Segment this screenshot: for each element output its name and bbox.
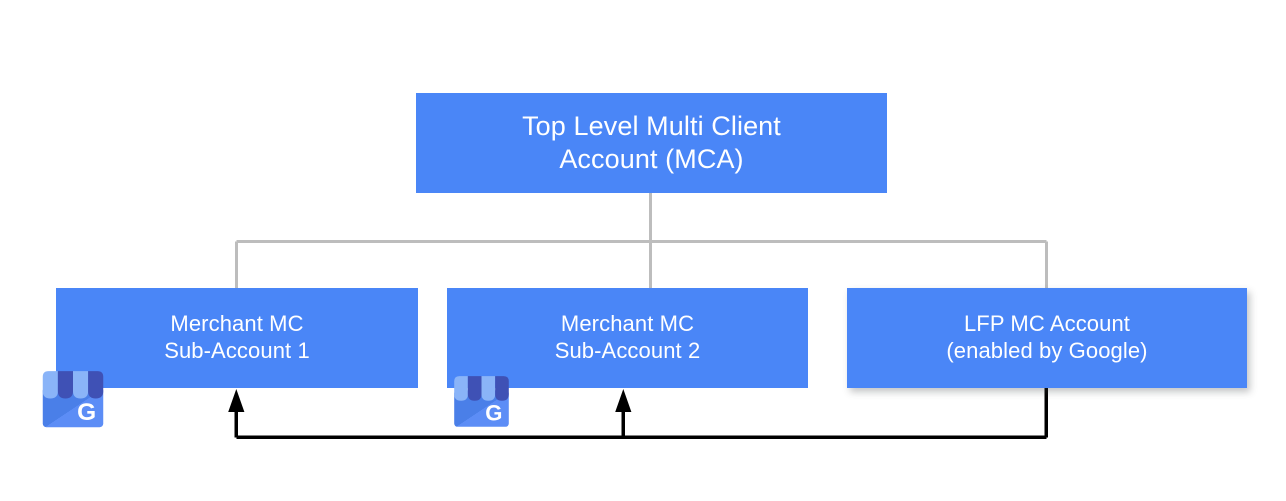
storefront-awning <box>454 376 509 401</box>
google-my-business-store-icon: G <box>42 371 104 428</box>
node-merchant-mc-sub-account-1[interactable]: Merchant MC Sub-Account 1 <box>56 288 418 388</box>
node-top-level-mca-label: Top Level Multi Client Account (MCA) <box>522 111 781 174</box>
arrowheads <box>228 389 632 412</box>
storefront-body <box>454 390 509 427</box>
gmb-letter-g: G <box>485 400 502 425</box>
node-lfp-mc-account[interactable]: LFP MC Account (enabled by Google) <box>847 288 1247 388</box>
arrow-up-icon-sub2 <box>615 389 632 412</box>
storefront-body <box>42 386 104 428</box>
node-merchant-mc-sub-account-2-label: Merchant MC Sub-Account 2 <box>554 311 701 363</box>
node-merchant-mc-sub-account-2[interactable]: Merchant MC Sub-Account 2 <box>447 288 808 388</box>
data-flow-connectors <box>234 388 1048 439</box>
storefront-awning <box>42 371 104 399</box>
node-top-level-mca[interactable]: Top Level Multi Client Account (MCA) <box>416 93 887 193</box>
node-lfp-mc-account-label: LFP MC Account (enabled by Google) <box>946 311 1148 363</box>
node-merchant-mc-sub-account-1-label: Merchant MC Sub-Account 1 <box>164 311 310 363</box>
gmb-letter-g: G <box>77 399 96 426</box>
hierarchy-connectors <box>235 193 1048 289</box>
arrow-up-icon-sub1 <box>228 389 245 412</box>
google-my-business-store-icon: G <box>454 376 509 427</box>
